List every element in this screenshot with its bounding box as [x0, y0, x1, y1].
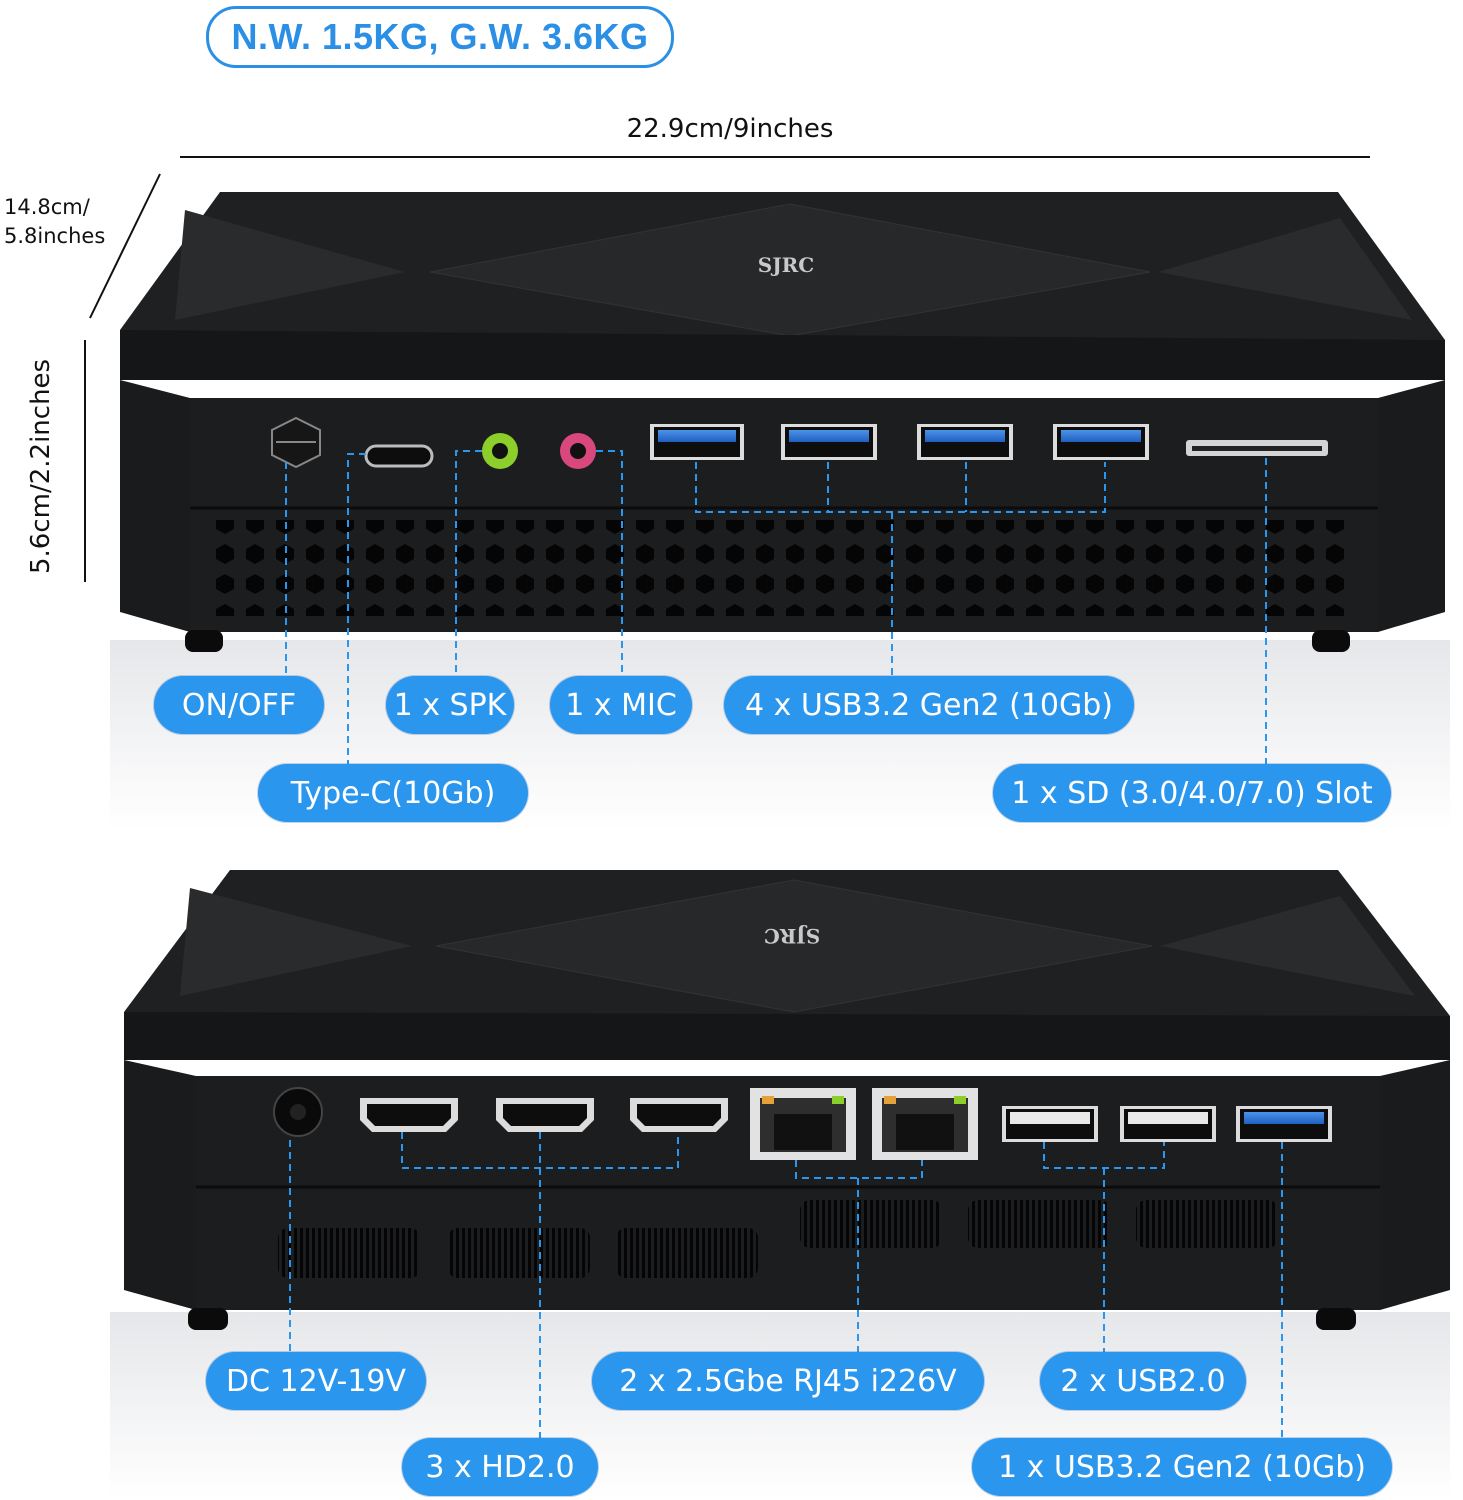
rj45-port-icon-2	[872, 1088, 978, 1160]
mic-label: 1 x MIC	[550, 676, 692, 734]
front-leader-lines	[285, 450, 1267, 764]
front-usb32-port-icon-4	[1053, 424, 1149, 460]
rear-foot-right	[1316, 1308, 1356, 1330]
front-vent	[210, 520, 1350, 616]
dc-label: DC 12V-19V	[206, 1352, 426, 1410]
usb20-label: 2 x USB2.0	[1040, 1352, 1246, 1410]
width-dimension-label: 22.9cm/9inches	[626, 114, 834, 144]
rear-leader-lines	[289, 1132, 1283, 1438]
front-foot-right	[1312, 630, 1350, 652]
rj45-port-icon-1	[750, 1088, 856, 1160]
front-usb32-port-icon-1	[650, 424, 744, 460]
depth-dimension-line1: 14.8cm/	[4, 195, 90, 219]
rear-vent-2	[448, 1228, 590, 1278]
rear-vent-1	[278, 1228, 420, 1278]
front-usb32-label: 4 x USB3.2 Gen2 (10Gb)	[724, 676, 1134, 734]
rj45-label: 2 x 2.5Gbe RJ45 i226V	[592, 1352, 984, 1410]
type-c-label: Type-C(10Gb)	[258, 764, 528, 822]
on-off-label: ON/OFF	[154, 676, 324, 734]
depth-dimension-label: 14.8cm/ 5.8inches	[4, 193, 105, 251]
rear-vent-3	[616, 1228, 758, 1278]
rear-vent-6	[1136, 1200, 1278, 1248]
hdmi-port-icon-1	[360, 1098, 458, 1132]
rear-usb32-port-icon	[1236, 1106, 1332, 1142]
rear-foot-left	[188, 1308, 228, 1330]
front-usb32-port-icon-3	[917, 424, 1013, 460]
speaker-label: 1 x SPK	[386, 676, 514, 734]
hdmi-port-icon-2	[496, 1098, 594, 1132]
rear-vent-5	[968, 1200, 1110, 1248]
depth-dimension-line	[89, 173, 161, 319]
rear-usb32-label: 1 x USB3.2 Gen2 (10Gb)	[972, 1438, 1392, 1496]
rear-device: SJRC	[110, 870, 1450, 1500]
front-logo: SJRC	[758, 253, 814, 277]
rear-logo: SJRC	[764, 924, 820, 948]
type-c-port-icon	[364, 444, 434, 468]
hdmi-label: 3 x HD2.0	[402, 1438, 598, 1496]
weight-badge: N.W. 1.5KG, G.W. 3.6KG	[206, 6, 674, 68]
depth-dimension-line2: 5.8inches	[4, 224, 106, 248]
front-foot-left	[185, 630, 223, 652]
hdmi-port-icon-3	[630, 1098, 728, 1132]
usb20-port-icon-1	[1002, 1106, 1098, 1142]
sd-slot-label: 1 x SD (3.0/4.0/7.0) Slot	[993, 764, 1391, 822]
rear-vent-4	[800, 1200, 942, 1248]
front-usb32-port-icon-2	[781, 424, 877, 460]
usb20-port-icon-2	[1120, 1106, 1216, 1142]
